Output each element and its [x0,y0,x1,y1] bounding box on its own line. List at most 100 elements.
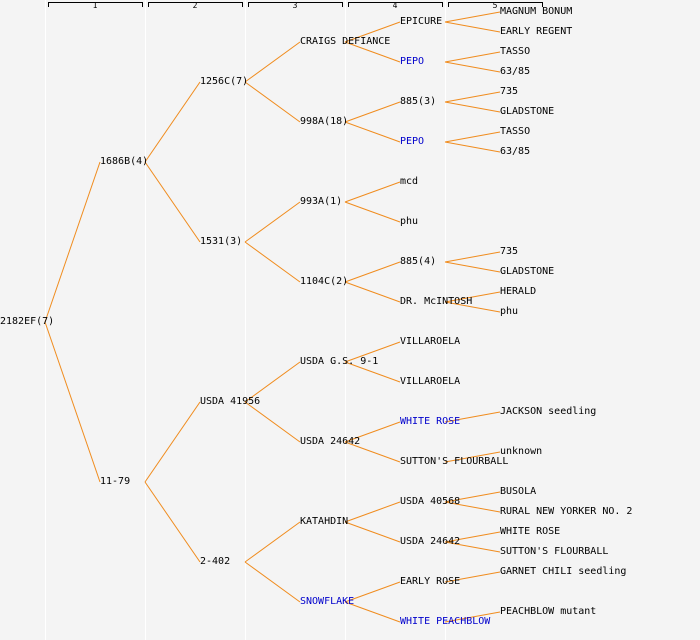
ancestor-node: 1686B(4) [100,156,149,167]
parent-link-line [344,261,401,283]
column-separator [345,0,346,640]
ancestor-node: EARLY ROSE [400,576,461,587]
parent-link-line [444,261,501,273]
ancestor-node: BUSOLA [500,486,537,497]
parent-link-line [444,51,501,63]
parent-link-line [244,361,301,403]
ancestor-node: VILLAROELA [400,376,461,387]
parent-link-line [444,251,501,263]
ancestor-node: 63/85 [500,146,531,157]
parent-link-line [344,601,401,623]
ancestor-node: EPICURE [400,16,443,27]
parent-link-line [344,441,401,463]
ancestor-node: 2-402 [200,556,231,567]
ancestor-node: GLADSTONE [500,266,555,277]
generation-bracket [148,2,243,7]
parent-link-line [44,161,101,323]
generation-bracket [48,2,143,7]
ancestor-node: 11-79 [100,476,131,487]
ancestor-node: unknown [500,446,543,457]
ancestor-node: 735 [500,246,519,257]
parent-link-line [244,81,301,123]
parent-link-line [244,401,301,443]
ancestor-node[interactable]: PEPO [400,136,425,147]
parent-link-line [144,401,201,483]
parent-link-line [444,61,501,73]
parent-link-line [444,411,501,423]
ancestor-node[interactable]: WHITE PEACHBLOW [400,616,491,627]
ancestor-node[interactable]: WHITE ROSE [400,416,461,427]
parent-link-line [44,321,101,483]
parent-link-line [244,201,301,243]
ancestor-node: DR. McINTOSH [400,296,473,307]
ancestor-node: GARNET CHILI seedling [500,566,627,577]
parent-link-line [344,21,401,43]
generation-label: 3 [292,1,298,10]
parent-link-line [344,521,401,543]
parent-link-line [444,541,501,553]
ancestor-node: SUTTON'S FLOURBALL [500,546,609,557]
column-separator [245,0,246,640]
column-separator [145,0,146,640]
generation-label: 1 [92,1,98,10]
generation-label: 5 [492,1,498,10]
ancestor-node: SUTTON'S FLOURBALL [400,456,509,467]
ancestor-node: USDA 24642 [300,436,361,447]
column-separator [445,0,446,640]
parent-link-line [444,11,501,23]
parent-link-line [144,161,201,243]
generation-label: 2 [192,1,198,10]
parent-link-line [244,561,301,603]
ancestor-node: 993A(1) [300,196,343,207]
ancestor-node[interactable]: PEPO [400,56,425,67]
parent-link-line [244,521,301,563]
parent-link-line [344,181,401,203]
ancestor-node: WHITE ROSE [500,526,561,537]
ancestor-node: CRAIGS DEFIANCE [300,36,391,47]
parent-link-line [444,91,501,103]
parent-link-line [344,341,401,363]
parent-link-line [344,361,401,383]
generation-label: 4 [392,1,398,10]
ancestor-node: phu [400,216,419,227]
parent-link-line [344,581,401,603]
ancestor-node: RURAL NEW YORKER NO. 2 [500,506,633,517]
parent-link-line [344,121,401,143]
parent-link-line [444,131,501,143]
ancestor-node: USDA 24642 [400,536,461,547]
ancestor-node: USDA 40568 [400,496,461,507]
ancestor-node: 63/85 [500,66,531,77]
parent-link-line [344,101,401,123]
parent-link-line [444,291,501,303]
parent-link-line [444,491,501,503]
ancestor-node: 885(4) [400,256,437,267]
parent-link-line [444,531,501,543]
ancestor-node: EARLY REGENT [500,26,573,37]
ancestor-node: 1104C(2) [300,276,349,287]
parent-link-line [344,281,401,303]
root-node: 2182EF(7) [0,316,55,327]
ancestor-node: GLADSTONE [500,106,555,117]
parent-link-line [444,141,501,153]
ancestor-node: JACKSON seedling [500,406,597,417]
parent-link-line [444,611,501,623]
parent-link-line [444,301,501,313]
ancestor-node: TASSO [500,46,531,57]
generation-bracket [248,2,343,7]
ancestor-node: TASSO [500,126,531,137]
parent-link-line [444,101,501,113]
ancestor-node: 998A(18) [300,116,349,127]
ancestor-node[interactable]: SNOWFLAKE [300,596,355,607]
ancestor-node: 1256C(7) [200,76,249,87]
ancestor-node: 735 [500,86,519,97]
ancestor-node: 885(3) [400,96,437,107]
parent-link-line [344,201,401,223]
ancestor-node: USDA 41956 [200,396,261,407]
parent-link-line [144,81,201,163]
ancestor-node: USDA G.S. 9-1 [300,356,379,367]
parent-link-line [244,41,301,83]
ancestor-node: MAGNUM BONUM [500,6,573,17]
ancestor-node: 1531(3) [200,236,243,247]
parent-link-line [344,501,401,523]
